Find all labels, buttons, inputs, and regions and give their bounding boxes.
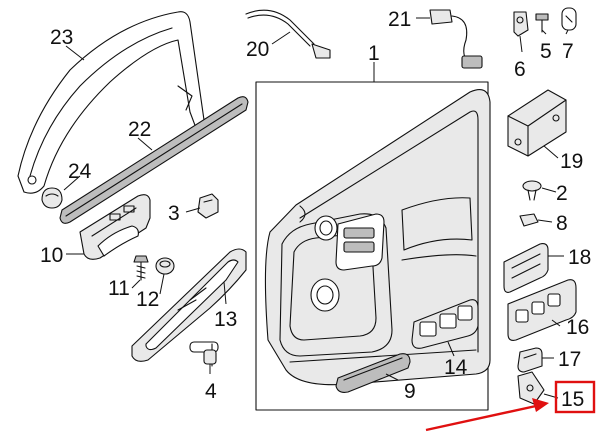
leader-lines [63, 17, 569, 399]
door-frame-moulding [17, 11, 205, 194]
retainer-clip [197, 193, 219, 219]
mirror-switch [517, 347, 543, 373]
callout-21: 21 [388, 8, 411, 31]
callout-24: 24 [68, 160, 92, 183]
screw-small [535, 13, 549, 33]
callout-6: 6 [514, 58, 526, 81]
switch-bezel [411, 299, 479, 349]
armrest-pad [335, 353, 411, 393]
cable [245, 9, 331, 59]
callout-3: 3 [168, 202, 180, 225]
highlight-arrow [425, 404, 537, 432]
callout-10: 10 [40, 244, 63, 267]
pull-handle [131, 248, 247, 362]
callout-7: 7 [562, 40, 574, 63]
wiring-harness [429, 9, 483, 69]
callout-14: 14 [444, 356, 468, 379]
callout-8: 8 [556, 212, 568, 235]
callout-15: 15 [561, 388, 584, 411]
callout-11: 11 [108, 277, 130, 300]
master-switch [507, 279, 577, 341]
clip [41, 187, 63, 209]
door-handle-housing [79, 194, 151, 260]
cover-cap [155, 257, 175, 275]
trim-clip [519, 213, 539, 227]
callout-12: 12 [136, 288, 159, 311]
callout-16: 16 [566, 316, 589, 339]
callout-18: 18 [568, 246, 591, 269]
switch-bracket [517, 371, 545, 405]
door-trim-panel [264, 89, 491, 386]
screw [133, 255, 149, 281]
callout-22: 22 [128, 118, 151, 141]
callout-19: 19 [560, 150, 583, 173]
highlight-arrowhead [532, 398, 549, 412]
callout-2: 2 [556, 182, 568, 205]
callout-5: 5 [540, 40, 552, 63]
bracket [513, 11, 529, 37]
callout-17: 17 [558, 348, 581, 371]
belt-weatherstrip [59, 96, 249, 224]
highlight-box [554, 380, 596, 414]
window-switch [503, 243, 549, 293]
callout-13: 13 [214, 308, 237, 331]
nut [561, 7, 577, 31]
callout-9: 9 [404, 380, 416, 403]
rod-fastener [189, 341, 219, 367]
callout-4: 4 [205, 380, 217, 403]
control-module [507, 89, 567, 157]
callout-23: 23 [50, 26, 73, 49]
push-clip [522, 180, 542, 201]
callout-1: 1 [368, 42, 380, 65]
callout-20: 20 [246, 38, 269, 61]
